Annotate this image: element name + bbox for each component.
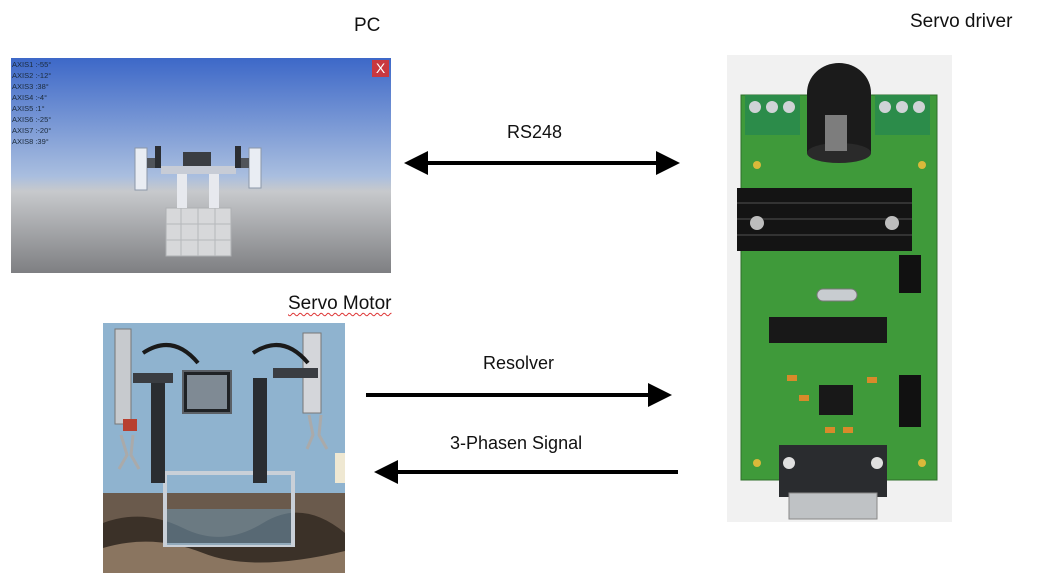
pcb-illustration	[727, 55, 952, 522]
servo-driver-label: Servo driver	[910, 11, 1013, 32]
robot-rig-illustration	[103, 323, 345, 573]
servo-motor-photo	[103, 323, 345, 573]
axis-readout: AXIS1 :-55° AXIS2 :-12° AXIS3 :38° AXIS4…	[12, 59, 51, 147]
axis-value: AXIS4 :-4°	[12, 93, 48, 102]
servo-driver-board-image	[727, 55, 952, 522]
rs-connection-label: RS248	[507, 122, 563, 142]
axis-value: AXIS5 :1°	[12, 104, 45, 113]
axis-value: AXIS2 :-12°	[12, 71, 52, 80]
pc-screen-image: AXIS1 :-55° AXIS2 :-12° AXIS3 :38° AXIS4…	[11, 58, 391, 273]
axis-value: AXIS7 :-20°	[12, 126, 52, 135]
pc-label: PC	[354, 15, 381, 36]
close-button[interactable]: X	[372, 60, 389, 77]
servo-motor-label: Servo Motor	[288, 293, 392, 314]
robot-simulation-scene	[11, 58, 391, 273]
axis-value: AXIS6 :-25°	[12, 115, 52, 124]
axis-value: AXIS1 :-55°	[12, 60, 52, 69]
axis-value: AXIS3 :38°	[12, 82, 49, 91]
resolver-connection-label: Resolver	[483, 353, 555, 373]
phase-connection-label: 3-Phasen Signal	[450, 433, 583, 453]
axis-value: AXIS8 :39°	[12, 137, 49, 146]
